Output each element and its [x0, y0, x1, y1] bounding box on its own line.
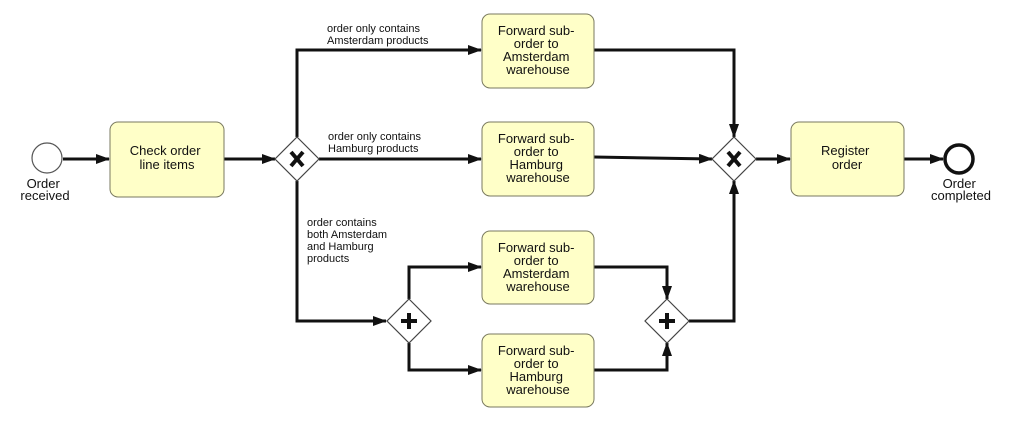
task-label-line: Forward sub- [498, 240, 575, 255]
task-label-line: Forward sub- [498, 343, 575, 358]
flow-xor-to-and-split [295, 181, 387, 326]
task-label-line: order to [514, 253, 559, 268]
condition-hamburg-only: order only contains Hamburg products [328, 131, 424, 155]
flow-and-split-to-ham-low [407, 343, 482, 375]
exclusive-gateway-join [711, 136, 757, 182]
svg-text:Forward sub- order to: Forward sub- order to Amsterdam warehous… [498, 23, 578, 77]
task-label-line: Check order [130, 143, 201, 158]
task-check-order-line-items: Check order line items [109, 121, 225, 198]
task-label-line: warehouse [505, 62, 570, 77]
condition-line: Hamburg products [328, 143, 419, 155]
start-event [31, 142, 63, 174]
parallel-gateway-join [644, 298, 690, 344]
task-label-line: Amsterdam [503, 266, 569, 281]
task-label-line: Hamburg [509, 369, 562, 384]
task-register-order: Register order [790, 121, 905, 197]
condition-line: both Amsterdam [307, 229, 387, 241]
task-label-line: Hamburg [509, 157, 562, 172]
flow-and-split-to-ams-low [407, 262, 482, 299]
x-icon [726, 150, 742, 168]
task-label-line: Register [821, 143, 870, 158]
condition-amsterdam-only: order only contains Amsterdam products [327, 23, 429, 47]
end-label-line: completed [931, 188, 991, 203]
task-label-line: order [832, 157, 863, 172]
start-label-line: Order [27, 176, 61, 191]
end-event [943, 143, 975, 175]
flow-xor-to-ams-top [295, 45, 482, 137]
condition-line: order only contains [327, 23, 420, 35]
flow-ham-low-to-and-join [594, 342, 672, 372]
flow-ams-low-to-and-join [594, 265, 672, 300]
condition-line: Amsterdam products [327, 35, 429, 47]
condition-line: order only contains [328, 131, 421, 143]
task-label-line: line items [140, 157, 195, 172]
task-forward-hamburg-mid: Forward sub- order to Hamburg warehouse [481, 121, 595, 197]
condition-both: order contains both Amsterdam and Hambur… [307, 217, 390, 265]
start-label-line: received [20, 188, 69, 203]
end-event-label: Order completed [931, 176, 991, 203]
condition-line: and Hamburg [307, 241, 374, 253]
task-label-line: warehouse [505, 170, 570, 185]
svg-text:Forward sub- order to: Forward sub- order to Hamburg warehouse [498, 131, 578, 185]
plus-icon [659, 313, 675, 329]
flow-and-join-to-xor-join [689, 180, 739, 323]
flow-ams-top-to-xor-join [594, 48, 739, 138]
x-icon [289, 150, 305, 168]
task-forward-hamburg-low: Forward sub- order to Hamburg warehouse [481, 333, 595, 408]
task-label-line: order to [514, 36, 559, 51]
svg-text:Check order line items: Check order line items [130, 143, 204, 172]
task-label-line: order to [514, 144, 559, 159]
parallel-gateway-split [386, 298, 432, 344]
task-forward-amsterdam-low: Forward sub- order to Amsterdam warehous… [481, 230, 595, 305]
task-label-line: Forward sub- [498, 23, 575, 38]
end-label-line: Order [943, 176, 977, 191]
start-event-label: Order received [20, 176, 69, 203]
task-label-line: Amsterdam [503, 49, 569, 64]
exclusive-gateway-split [274, 136, 320, 182]
svg-text:Forward sub- order to: Forward sub- order to Amsterdam warehous… [498, 240, 578, 294]
condition-line: products [307, 253, 350, 265]
svg-text:Register order: Register order [821, 143, 873, 172]
task-label-line: Forward sub- [498, 131, 575, 146]
flow-ham-mid-to-xor-join [593, 153, 713, 164]
plus-icon [401, 313, 417, 329]
condition-line: order contains [307, 217, 377, 229]
task-label-line: warehouse [505, 279, 570, 294]
svg-text:Forward sub- order to: Forward sub- order to Hamburg warehouse [498, 343, 578, 397]
task-label-line: warehouse [505, 382, 570, 397]
task-label-line: order to [514, 356, 559, 371]
sequence-flows [63, 45, 944, 375]
task-forward-amsterdam-top: Forward sub- order to Amsterdam warehous… [481, 13, 595, 89]
